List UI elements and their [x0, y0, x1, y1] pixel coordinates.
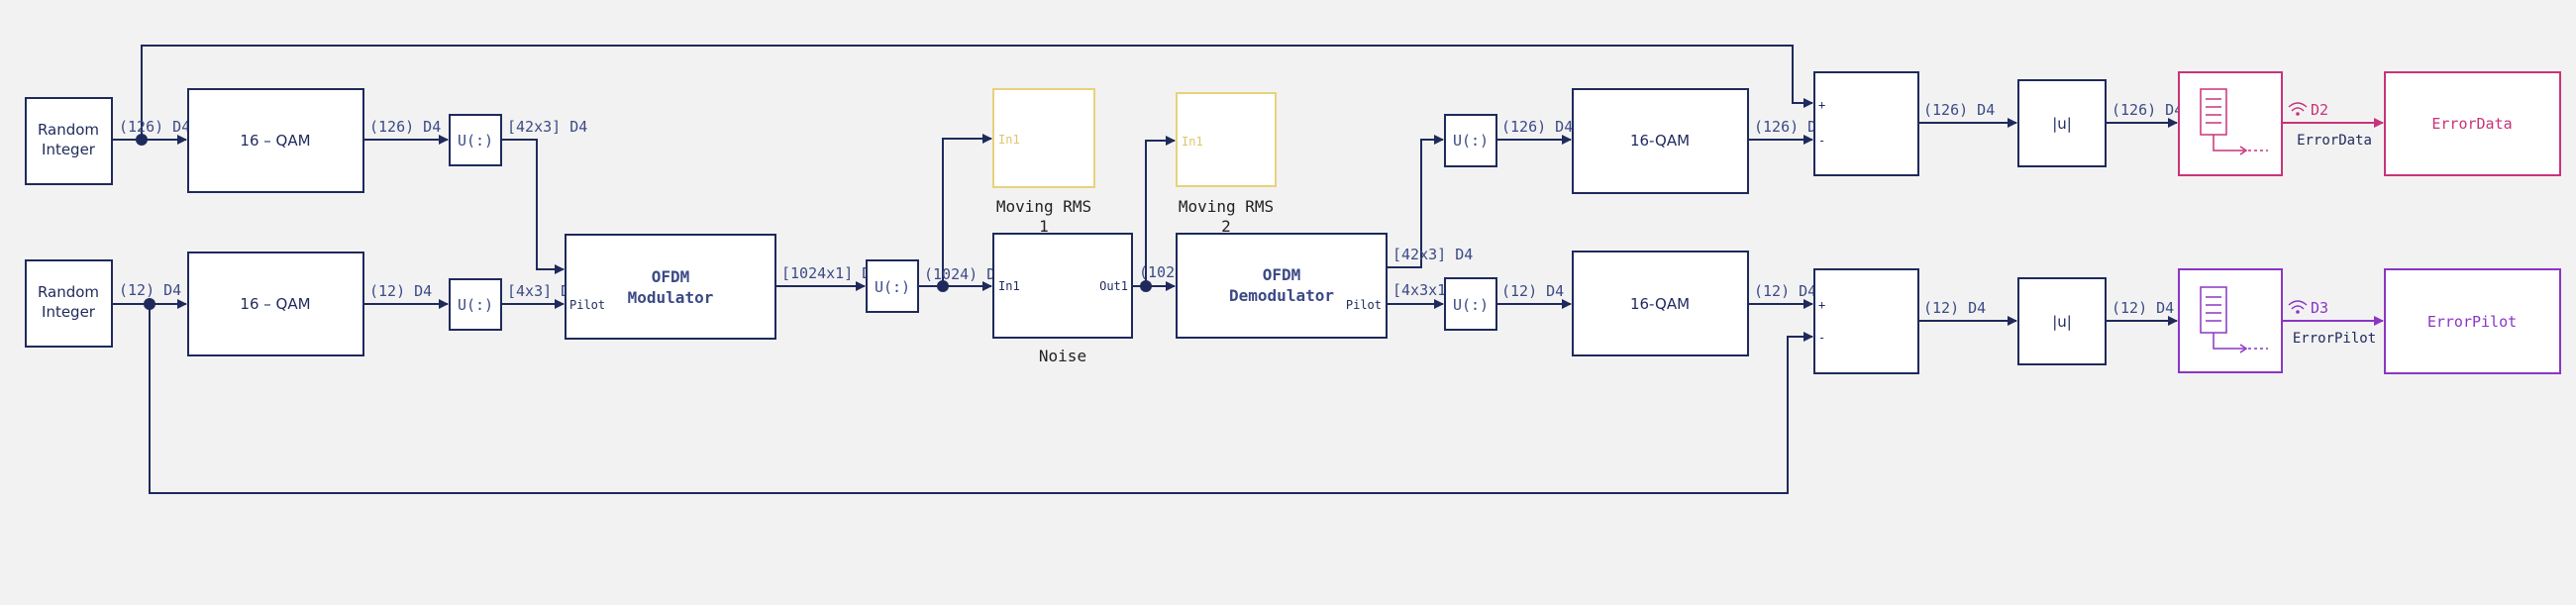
- block-label: U(:): [1453, 296, 1489, 314]
- port-label: In1: [998, 133, 1020, 147]
- document-icon: [2200, 88, 2268, 155]
- wire-rand1-sum1-plus[interactable]: [141, 45, 1813, 140]
- wire-to-rms1[interactable]: [942, 134, 992, 286]
- logging-tag-d3[interactable]: D3: [2288, 299, 2328, 317]
- block-label: ErrorData: [2431, 115, 2512, 133]
- block-name-index: 1: [1039, 217, 1049, 236]
- signal-name: ErrorData: [2297, 133, 2372, 149]
- port-sign-minus: -: [1818, 331, 1825, 345]
- wifi-icon: [2288, 102, 2308, 116]
- reshape-block-2[interactable]: U(:): [449, 278, 502, 331]
- block-label: |u|: [2052, 115, 2072, 133]
- output-block-errorpilot[interactable]: ErrorPilot: [2384, 268, 2561, 374]
- qam-modulator-block-2[interactable]: 16 – QAM: [187, 252, 364, 356]
- port-sign-plus: +: [1818, 298, 1825, 312]
- block-label-line2: Integer: [42, 303, 96, 321]
- signal-label: (12) D4: [1754, 282, 1816, 300]
- document-icon: [2200, 286, 2268, 353]
- random-integer-block-2[interactable]: Random Integer: [25, 259, 113, 348]
- qam-demodulator-block-2[interactable]: 16-QAM: [1572, 251, 1749, 356]
- moving-rms-scope-2[interactable]: In1 Moving RMS 2: [1176, 92, 1277, 236]
- port-label-out: Out1: [1099, 279, 1128, 293]
- reshape-block-5[interactable]: U(:): [1444, 277, 1497, 331]
- block-label-line1: Random: [38, 121, 99, 139]
- port-label: In1: [1182, 135, 1203, 149]
- to-workspace-block-1[interactable]: [2178, 71, 2283, 176]
- block-label: U(:): [458, 132, 493, 150]
- port-label-in: In1: [998, 279, 1020, 293]
- ofdm-demodulator-block[interactable]: OFDM Demodulator Pilot: [1176, 233, 1388, 339]
- wire-reshape1-ofdmmod[interactable]: [501, 139, 565, 274]
- branch-point: [937, 280, 949, 292]
- port-sign-minus: -: [1818, 134, 1825, 148]
- signal-label: (12) D4: [1923, 299, 1986, 317]
- signal-label: (12) D4: [369, 282, 432, 300]
- tag-label: D2: [2311, 101, 2328, 119]
- sum-block-1[interactable]: + -: [1813, 71, 1919, 176]
- signal-label: [42x3] D4: [1392, 246, 1473, 263]
- signal-label: (12) D4: [119, 281, 181, 299]
- block-label: |u|: [2052, 313, 2072, 331]
- signal-label: (12) D4: [2112, 299, 2174, 317]
- abs-block-2[interactable]: |u|: [2017, 277, 2107, 365]
- output-block-errordata[interactable]: ErrorData: [2384, 71, 2561, 176]
- logging-tag-d2[interactable]: D2: [2288, 101, 2328, 119]
- port-label: Pilot: [569, 298, 605, 312]
- block-label: 16-QAM: [1630, 132, 1690, 150]
- signal-label: (126) D4: [119, 118, 190, 136]
- block-label-line2: Modulator: [628, 288, 714, 307]
- block-name-index: 2: [1221, 217, 1231, 236]
- sum-block-2[interactable]: + -: [1813, 268, 1919, 374]
- block-label: 16-QAM: [1630, 295, 1690, 313]
- branch-point: [1140, 280, 1152, 292]
- branch-point: [136, 134, 148, 146]
- branch-point: [144, 298, 155, 310]
- signal-label: [42x3] D4: [507, 118, 587, 136]
- noise-subsystem-block[interactable]: In1 Out1 Noise: [992, 233, 1133, 365]
- block-name: Noise: [1039, 347, 1086, 365]
- block-name: Moving RMS: [1179, 197, 1274, 216]
- block-name: Moving RMS: [996, 197, 1091, 216]
- wifi-icon: [2288, 300, 2308, 314]
- block-label-line1: Random: [38, 283, 99, 301]
- block-label-line1: OFDM: [1263, 265, 1301, 284]
- block-label: U(:): [458, 296, 493, 314]
- reshape-block-3[interactable]: U(:): [866, 259, 919, 313]
- signal-label: (126) D4: [369, 118, 441, 136]
- block-label: 16 – QAM: [240, 295, 310, 313]
- signal-label: (126) D4: [1754, 118, 1825, 136]
- qam-modulator-block-1[interactable]: 16 – QAM: [187, 88, 364, 193]
- signal-label: (12) D4: [1501, 282, 1564, 300]
- to-workspace-block-2[interactable]: [2178, 268, 2283, 373]
- wire-ofdmdemod-reshape4[interactable]: [1387, 135, 1444, 268]
- ofdm-modulator-block[interactable]: OFDM Modulator Pilot: [565, 234, 776, 340]
- random-integer-block-1[interactable]: Random Integer: [25, 97, 113, 185]
- wire-to-rms2[interactable]: [1145, 136, 1176, 286]
- block-label: ErrorPilot: [2427, 313, 2517, 331]
- reshape-block-4[interactable]: U(:): [1444, 114, 1497, 167]
- moving-rms-scope-1[interactable]: In1 Moving RMS 1: [992, 88, 1095, 236]
- tag-label: D3: [2311, 299, 2328, 317]
- wire-rand2-sum2-minus[interactable]: [149, 304, 1813, 494]
- signal-label: (1024) D4: [924, 265, 1004, 283]
- block-label: U(:): [1453, 132, 1489, 150]
- signal-label: (126) D4: [1501, 118, 1573, 136]
- block-label: 16 – QAM: [240, 132, 310, 150]
- signal-name: ErrorPilot: [2293, 331, 2376, 347]
- signal-label: [1024x1] D4: [781, 264, 879, 282]
- signal-label: (126) D4: [1923, 101, 1995, 119]
- block-label-line2: Demodulator: [1229, 286, 1334, 305]
- qam-demodulator-block-1[interactable]: 16-QAM: [1572, 88, 1749, 194]
- abs-block-1[interactable]: |u|: [2017, 79, 2107, 167]
- block-label: U(:): [875, 278, 910, 296]
- block-label-line1: OFDM: [652, 267, 690, 286]
- port-sign-plus: +: [1818, 98, 1825, 112]
- signal-label: [4x3] D4: [507, 282, 578, 300]
- block-label-line2: Integer: [42, 141, 96, 158]
- reshape-block-1[interactable]: U(:): [449, 114, 502, 166]
- signal-label: (126) D4: [2112, 101, 2183, 119]
- port-label: Pilot: [1346, 298, 1382, 312]
